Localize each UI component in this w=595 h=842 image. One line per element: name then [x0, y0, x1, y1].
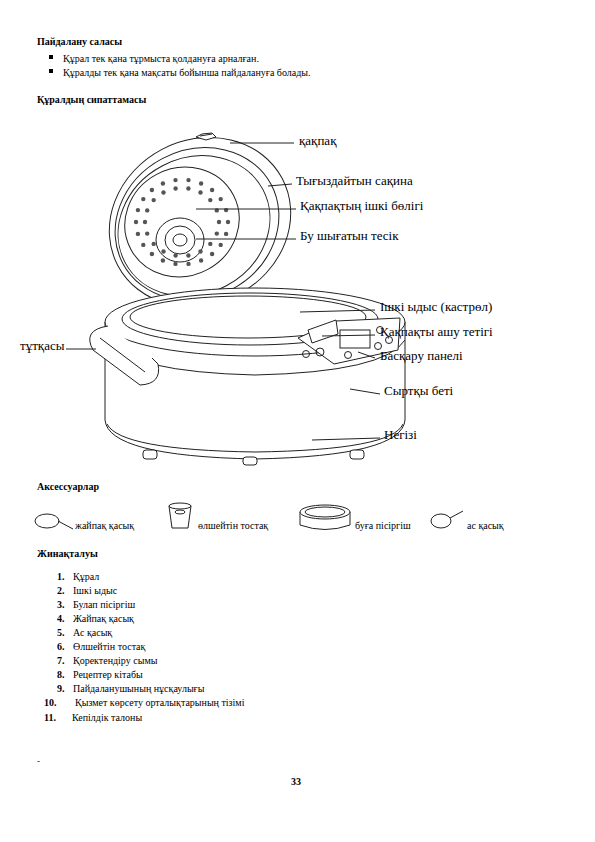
- vent-hole: [210, 252, 214, 256]
- vent-hole: [186, 178, 190, 182]
- vent-hole: [173, 253, 177, 257]
- vent-hole: [141, 243, 145, 247]
- section-heading: Пайдалану саласы: [37, 36, 122, 48]
- vent-hole: [198, 249, 202, 253]
- vent-hole: [145, 208, 149, 212]
- page-number: 33: [291, 776, 301, 788]
- vent-hole: [161, 181, 165, 185]
- vent-hole: [186, 186, 190, 190]
- part-label: Қақпақты ашу тетігі: [380, 325, 493, 340]
- part-label: Қақпақтың ішкі бөлігі: [300, 199, 423, 214]
- vent-hole: [217, 220, 221, 224]
- part-label: тұтқасы: [20, 339, 64, 354]
- list-number: 2.: [57, 585, 65, 597]
- vent-hole: [219, 197, 223, 201]
- list-number: 5.: [57, 627, 65, 639]
- section-heading: Аксессуарлар: [37, 481, 99, 493]
- vent-hole: [173, 186, 177, 190]
- part-label: Сыртқы беті: [384, 384, 453, 399]
- vent-hole: [199, 181, 203, 185]
- vent-hole: [152, 242, 156, 246]
- vent-hole: [208, 198, 212, 202]
- bullet-text: Құралды тек қана мақсаты бойынша пайдала…: [63, 67, 311, 79]
- accessory-label: ас қасық: [467, 520, 504, 532]
- vent-hole: [186, 262, 190, 266]
- list-number: 3.: [57, 599, 65, 611]
- list-number: 11.: [44, 712, 56, 724]
- vent-hole: [161, 249, 165, 253]
- list-number: 10.: [44, 697, 57, 709]
- part-label: Бу шығатын тесік: [300, 229, 399, 244]
- vent-hole: [210, 188, 214, 192]
- bullet-text: Құрал тек қана тұрмыста қолдануға арналғ…: [63, 53, 259, 65]
- vent-hole: [224, 232, 228, 236]
- vent-hole: [141, 197, 145, 201]
- list-item: Кепілдік талоны: [72, 712, 142, 724]
- list-item: Рецептер кітабы: [73, 669, 143, 681]
- part-label: қақпақ: [299, 134, 336, 149]
- list-number: 8.: [57, 669, 65, 681]
- section-heading: Жинақталуы: [37, 548, 98, 560]
- accessory-label: буға пісіргіш: [355, 520, 411, 532]
- list-number: 9.: [57, 683, 65, 695]
- vent-hole: [199, 258, 203, 262]
- vent-hole: [134, 220, 138, 224]
- vent-hole: [136, 232, 140, 236]
- vent-hole: [150, 252, 154, 256]
- list-number: 1.: [57, 571, 65, 583]
- vent-hole: [208, 242, 212, 246]
- list-item: Булап пісіргіш: [73, 599, 135, 611]
- vent-hole: [226, 220, 230, 224]
- vent-hole: [145, 231, 149, 235]
- vent-hole: [161, 258, 165, 262]
- part-label: Ішкі ыдыс (кастрөл): [380, 300, 492, 315]
- part-label: Тығыздайтын сақина: [296, 174, 413, 189]
- part-label: Басқару панелі: [380, 349, 463, 364]
- vent-hole: [215, 231, 219, 235]
- vent-hole: [186, 253, 190, 257]
- list-number: 6.: [57, 641, 65, 653]
- vent-hole: [173, 178, 177, 182]
- vent-hole: [198, 190, 202, 194]
- vent-hole: [173, 262, 177, 266]
- vent-hole: [219, 243, 223, 247]
- list-number: 4.: [57, 613, 65, 625]
- vent-hole: [150, 188, 154, 192]
- list-number: 7.: [57, 655, 65, 667]
- page-mark: -: [37, 756, 40, 766]
- list-item: Ішкі ыдыс: [73, 585, 117, 597]
- part-label: Негізі: [384, 428, 417, 443]
- list-item: Пайдаланушының нұсқаулығы: [73, 683, 204, 695]
- vent-hole: [143, 220, 147, 224]
- vent-hole: [136, 208, 140, 212]
- accessory-label: жайпақ қасық: [75, 520, 134, 532]
- list-item: Қызмет көрсету орталықтарының тізімі: [75, 697, 244, 709]
- accessory-label: өлшейтін тостақ: [198, 520, 268, 532]
- list-item: Қоректендіру сымы: [73, 655, 157, 667]
- vent-hole: [152, 198, 156, 202]
- list-item: Құрал: [73, 571, 99, 583]
- section-heading: Құралдың сипаттамасы: [37, 94, 146, 106]
- list-item: Жайпақ қасық: [73, 613, 134, 625]
- list-item: Өлшейтін тостақ: [73, 641, 145, 653]
- vent-hole: [161, 190, 165, 194]
- list-item: Ас қасық: [73, 627, 112, 639]
